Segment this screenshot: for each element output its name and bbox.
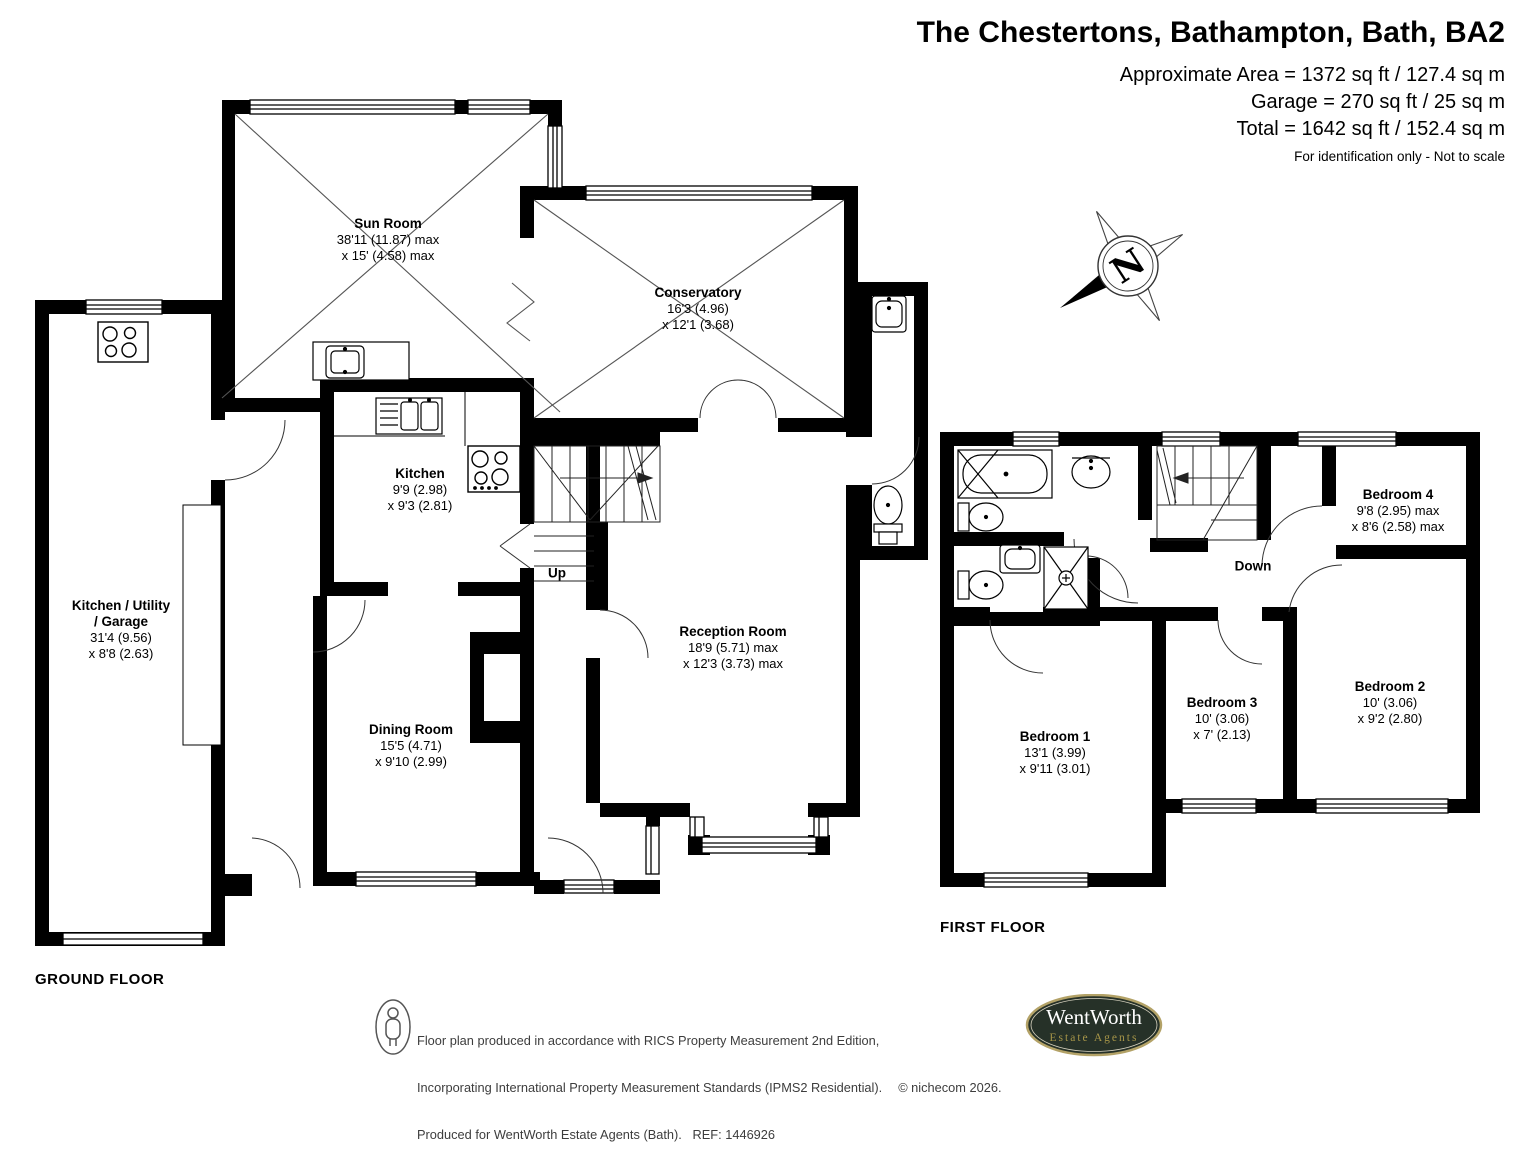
stairs-direction-arrow [637,472,654,484]
logo-tagline: Estate Agents [1050,1032,1139,1044]
room-label-bedroom-4: Bedroom 4 9'8 (2.95) max x 8'6 (2.58) ma… [1351,487,1445,534]
compass-rose: N [1060,211,1183,321]
bathtub-icon [957,449,1053,499]
shower-icon [1043,546,1089,610]
room-label-bedroom-1: Bedroom 1 13'1 (3.99) x 9'11 (3.01) [1019,729,1091,776]
window [983,872,1089,888]
sun-room-roof-lines [221,113,845,419]
window [547,125,563,189]
room-label-bedroom-3: Bedroom 3 10' (3.06) x 7' (2.13) [1186,695,1258,742]
room-label-kitchen-utility-garage: Kitchen / Utility / Garage 31'4 (9.56) x… [71,598,171,661]
stairs-direction-arrow [1172,472,1189,484]
floorplan-page: { "header": { "title": "The Chestertons,… [35,16,1505,1143]
window [249,99,456,115]
disclaimer-note: For identification only - Not to scale [1294,149,1505,164]
wc-toilet-icon [873,485,903,545]
footer-line-2-wrap: Incorporating International Property Mea… [417,1080,1002,1096]
window [1161,431,1221,447]
window [355,871,477,887]
kitchen-sink-icon [375,397,443,435]
wc-sink-icon [871,295,907,333]
garage-area: Garage = 270 sq ft / 25 sq m [1250,91,1505,113]
staircase-up [533,445,661,582]
header: The Chestertons, Bathampton, Bath, BA2 A… [917,16,1505,164]
page-title: The Chestertons, Bathampton, Bath, BA2 [916,16,1505,49]
ensuite-sink-icon [999,544,1041,574]
total-area: Total = 1642 sq ft / 152.4 sq m [1236,118,1506,140]
room-label-reception-room: Reception Room 18'9 (5.71) max x 12'3 (3… [679,624,787,671]
window [1012,431,1060,447]
footer-line-2: Incorporating International Property Mea… [417,1079,883,1095]
staircase-down [1156,445,1258,541]
first-floor-fixtures [957,449,1111,610]
window [1315,798,1449,814]
logo-ellipse [1025,993,1163,1057]
window [1181,798,1257,814]
toilet-icon [957,502,1004,532]
bathroom-sink-icon [1071,455,1111,489]
room-label-conservatory: Conservatory 16'3 (4.96) x 12'1 (3.68) [654,285,742,332]
chimney-recess [484,654,520,721]
floorplan-drawing: N [35,99,1480,946]
room-label-bedroom-2: Bedroom 2 10' (3.06) x 9'2 (2.80) [1354,679,1426,726]
footer-line-3: Produced for WentWorth Estate Agents (Ba… [417,1127,776,1143]
garage-bench [182,504,222,746]
ground-floor-walls [35,100,928,946]
window [85,299,163,315]
window [645,825,660,875]
kitchen-hob-icon [467,445,521,493]
first-floor-windows [983,431,1449,888]
first-floor-label: FIRST FLOOR [940,919,1046,936]
hob-icon [97,321,149,363]
utility-sink-icon [312,341,410,381]
window [689,816,705,838]
ground-floor-fixtures [97,295,907,746]
stairs-down-label: Down [1234,558,1272,574]
copyright-note: © nichecom 2026. [898,1079,1002,1095]
window [813,816,829,838]
person-scale-icon [372,998,416,1061]
window [1297,431,1397,447]
footer-line-1: Floor plan produced in accordance with R… [417,1032,880,1048]
room-label-dining-room: Dining Room 15'5 (4.71) x 9'10 (2.99) [369,722,453,769]
window [467,99,531,115]
window [585,185,813,201]
area-summary: Approximate Area = 1372 sq ft / 127.4 sq… [917,62,1505,143]
stairs-up-label: Up [548,565,566,581]
room-label-kitchen: Kitchen 9'9 (2.98) x 9'3 (2.81) [387,466,453,513]
ground-floor-plan [35,99,928,946]
logo-name: WentWorth [1046,1005,1142,1029]
room-label-sun-room: Sun Room 38'11 (11.87) max x 15' (4.58) … [336,216,440,263]
garage-door [62,932,204,946]
bay-window [701,836,817,854]
ground-floor-windows [62,99,829,946]
wentworth-logo: WentWorth Estate Agents [1024,993,1164,1063]
ground-floor-label: GROUND FLOOR [35,971,165,988]
first-floor-plan [940,431,1480,888]
toilet-icon [957,570,1004,600]
ground-floor-doors [224,379,920,894]
window [563,879,615,894]
approximate-area: Approximate Area = 1372 sq ft / 127.4 sq… [1119,64,1505,86]
